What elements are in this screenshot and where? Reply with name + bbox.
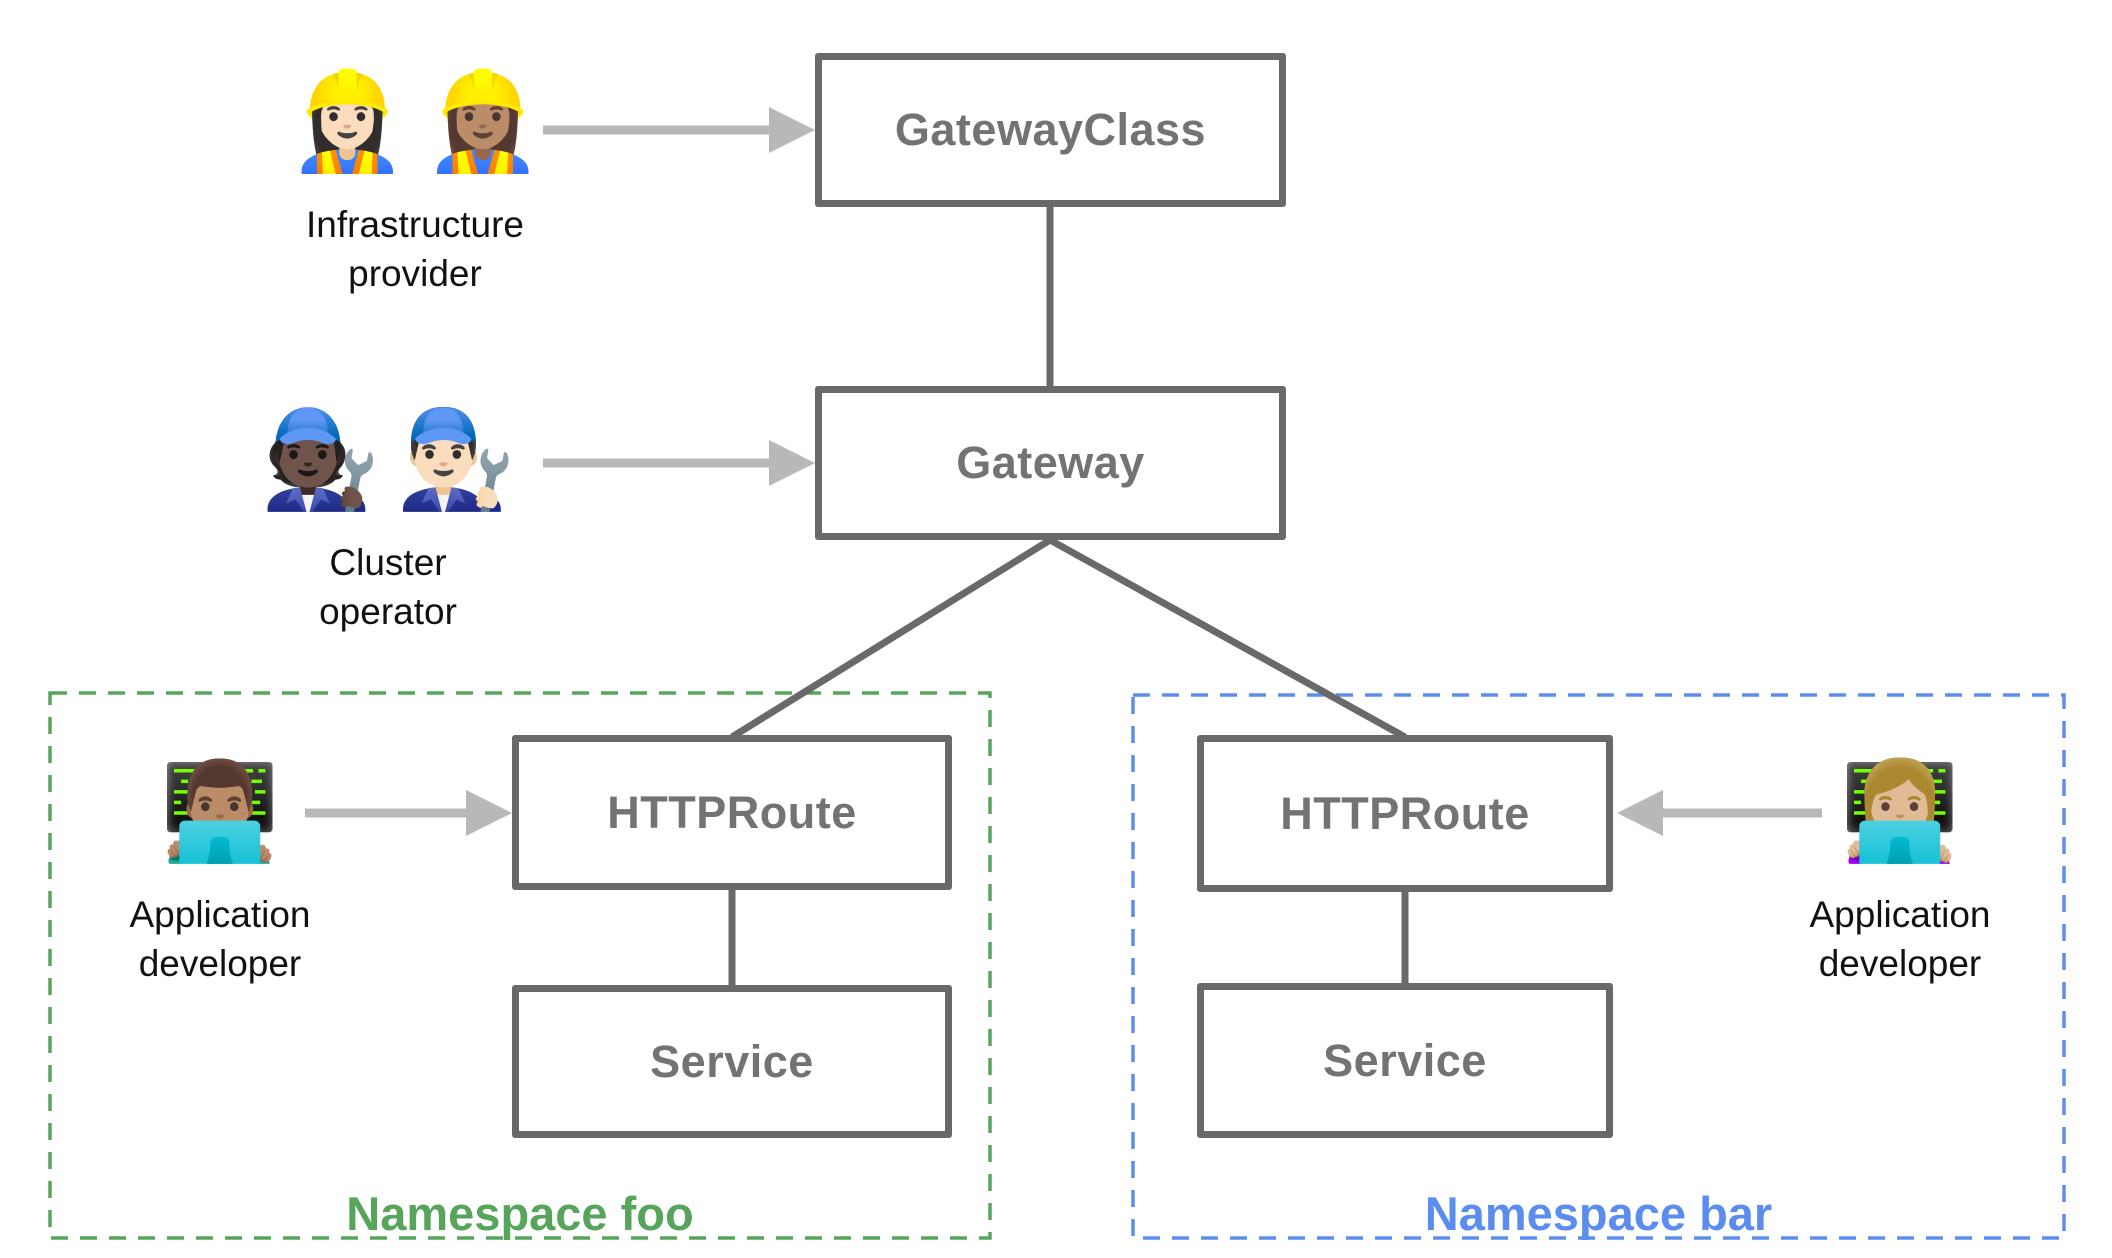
namespace-foo-label: Namespace foo bbox=[346, 1187, 694, 1240]
node-gateway-label: Gateway bbox=[956, 437, 1145, 488]
namespace-foo-boundary bbox=[48, 691, 992, 1240]
app-developer-foo-label: Application developer bbox=[129, 894, 311, 984]
man-mechanic-light-emoji: 👨🏻‍🔧 bbox=[396, 406, 516, 513]
app-developer-bar-label: Application developer bbox=[1809, 894, 1991, 984]
mechanic-dark-emoji: 🧑🏿‍🔧 bbox=[260, 406, 380, 513]
cluster-operator-emojis: 🧑🏿‍🔧👨🏻‍🔧 bbox=[138, 396, 638, 524]
persona-infrastructure-provider: 👷🏻‍♀️👷🏽‍♀️ Infrastructure provider bbox=[165, 58, 665, 298]
node-service-bar-label: Service bbox=[1323, 1034, 1487, 1086]
app-developer-bar-emoji: 👩🏼‍💻 bbox=[1680, 748, 2112, 876]
node-httproute-foo: HTTPRoute bbox=[512, 735, 952, 890]
node-httproute-bar-label: HTTPRoute bbox=[1280, 787, 1530, 839]
infrastructure-provider-emojis: 👷🏻‍♀️👷🏽‍♀️ bbox=[165, 58, 665, 186]
infrastructure-provider-label: Infrastructure provider bbox=[306, 204, 524, 294]
node-service-bar: Service bbox=[1197, 983, 1613, 1138]
node-gatewayclass: GatewayClass bbox=[815, 53, 1286, 207]
node-gateway: Gateway bbox=[815, 386, 1286, 540]
connector-gateway-httproute-foo bbox=[730, 537, 1052, 740]
node-gatewayclass-label: GatewayClass bbox=[894, 104, 1207, 155]
namespace-bar-label: Namespace bar bbox=[1424, 1187, 1773, 1240]
cluster-operator-label: Cluster operator bbox=[319, 542, 457, 632]
arrow-app-developer-to-httproute-foo bbox=[305, 790, 512, 836]
arrow-cluster-operator-to-gateway bbox=[543, 440, 815, 486]
node-service-foo-label: Service bbox=[650, 1035, 814, 1087]
persona-cluster-operator: 🧑🏿‍🔧👨🏻‍🔧 Cluster operator bbox=[138, 396, 638, 636]
arrow-app-developer-to-httproute-bar bbox=[1617, 790, 1822, 836]
persona-app-developer-bar: 👩🏼‍💻 Application developer bbox=[1680, 748, 2112, 988]
man-technologist-emoji: 👨🏽‍💻 bbox=[160, 758, 280, 865]
node-service-foo: Service bbox=[512, 985, 952, 1138]
connector-gateway-httproute-bar bbox=[1048, 536, 1407, 741]
woman-technologist-emoji: 👩🏼‍💻 bbox=[1840, 758, 1960, 865]
app-developer-foo-emoji: 👨🏽‍💻 bbox=[0, 748, 440, 876]
woman-construction-worker-light-emoji: 👷🏻‍♀️ bbox=[287, 68, 407, 175]
arrow-infrastructure-provider-to-gatewayclass bbox=[543, 107, 815, 153]
woman-construction-worker-medium-emoji: 👷🏽‍♀️ bbox=[423, 68, 543, 175]
persona-app-developer-foo: 👨🏽‍💻 Application developer bbox=[0, 748, 440, 988]
node-httproute-foo-label: HTTPRoute bbox=[607, 786, 857, 838]
namespace-bar-boundary bbox=[1131, 693, 2066, 1240]
node-httproute-bar: HTTPRoute bbox=[1197, 735, 1613, 892]
